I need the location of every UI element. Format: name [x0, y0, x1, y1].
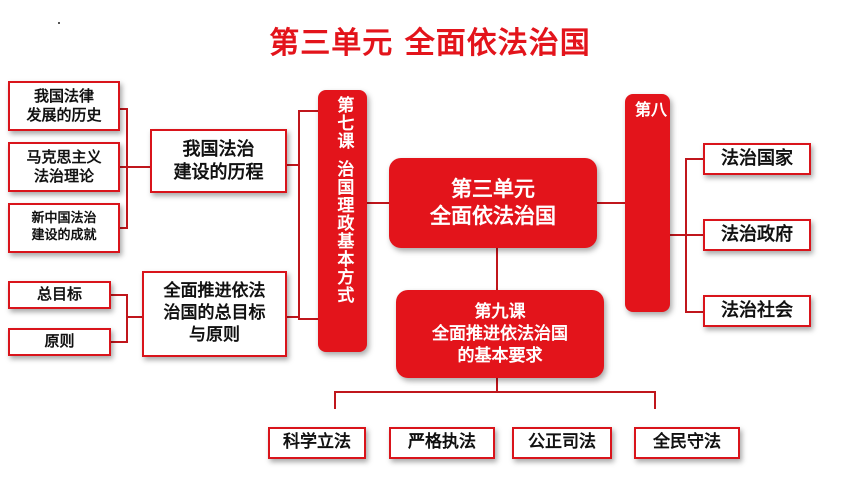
topic-box-impartial-justice: 公正司法	[512, 427, 612, 459]
topic-box-marxist-theory: 马克思主义 法治理论	[8, 142, 120, 192]
connector	[298, 110, 300, 318]
connector	[597, 202, 625, 204]
section-box-rule-of-law-history: 我国法治 建设的历程	[150, 129, 287, 193]
connector	[126, 108, 128, 228]
section-box-goal-and-principles: 全面推进依法 治国的总目标 与原则	[142, 271, 287, 357]
connector	[287, 316, 299, 318]
connector	[496, 248, 498, 290]
lesson9-box: 第九课 全面推进依法治国 的基本要求	[396, 290, 604, 378]
connector	[334, 391, 656, 393]
connector	[685, 234, 703, 236]
connector	[334, 391, 336, 409]
topic-box-prc-achievements: 新中国法治 建设的成就	[8, 203, 120, 253]
connector	[670, 234, 686, 236]
topic-box-law-history: 我国法律 发展的历史	[8, 81, 120, 131]
topic-box-overall-goal: 总目标	[8, 281, 111, 309]
connector	[111, 294, 128, 296]
lesson8-bar: 第八	[625, 94, 670, 312]
topic-box-principles: 原则	[8, 328, 111, 356]
connector	[685, 311, 703, 313]
connector	[298, 110, 318, 112]
connector	[496, 378, 498, 392]
topic-box-rule-of-law-country: 法治国家	[703, 143, 811, 175]
page-title: 第三单元 全面依法治国	[269, 26, 591, 61]
connector	[685, 158, 703, 160]
lesson7-heading: 第七课	[333, 96, 354, 150]
connector	[298, 318, 318, 320]
topic-box-rule-of-law-society: 法治社会	[703, 295, 811, 327]
connector	[367, 202, 389, 204]
connector	[126, 294, 128, 342]
topic-box-strict-enforcement: 严格执法	[389, 427, 495, 459]
unit-center-box: 第三单元 全面依法治国	[389, 158, 597, 248]
connector	[120, 166, 150, 168]
connector	[111, 341, 128, 343]
connector	[654, 391, 656, 409]
connector	[287, 164, 299, 166]
lesson7-topic: 治国理政基本方式	[333, 160, 354, 304]
connector	[126, 316, 142, 318]
marker-dot	[58, 22, 60, 24]
topic-box-scientific-legislation: 科学立法	[268, 427, 366, 459]
connector	[120, 227, 128, 229]
lesson8-heading: 第八	[635, 100, 668, 119]
topic-box-rule-of-law-government: 法治政府	[703, 219, 811, 251]
topic-box-universal-compliance: 全民守法	[634, 427, 740, 459]
lesson7-bar: 第七课 治国理政基本方式	[318, 90, 367, 352]
connector	[120, 108, 128, 110]
